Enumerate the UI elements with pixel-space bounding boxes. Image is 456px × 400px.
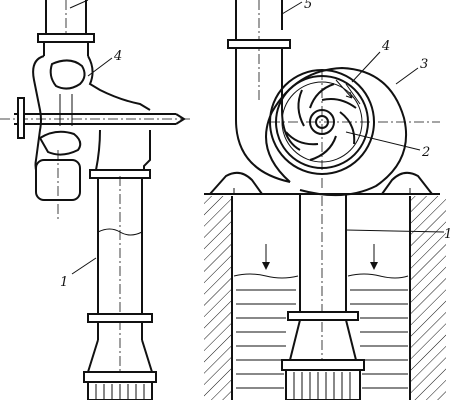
right-strainer [285, 369, 361, 400]
right-volute-casing [265, 66, 408, 197]
left-side-view: 4 1 [0, 0, 190, 400]
right-impeller [270, 70, 440, 190]
right-label-5: 5 [304, 0, 312, 12]
right-label-1: 1 [444, 227, 452, 242]
left-label-4: 4 [113, 49, 122, 64]
down-arrow-icon [262, 244, 378, 270]
left-suction-pipe [83, 129, 157, 400]
right-water [233, 273, 409, 389]
right-ground [204, 196, 446, 400]
right-suction-pipe [281, 194, 365, 400]
left-discharge-pipe [37, 0, 95, 56]
right-label-2: 2 [421, 145, 430, 160]
left-shaft [0, 97, 190, 139]
right-discharge-pipe [227, 0, 301, 183]
left-pump-casing [32, 55, 151, 220]
right-front-view: 5 4 3 2 1 [204, 0, 452, 400]
right-label-3: 3 [420, 57, 428, 72]
left-strainer [87, 381, 153, 400]
left-label-1: 1 [60, 275, 68, 290]
right-base [204, 171, 440, 195]
right-label-4: 4 [381, 39, 390, 54]
